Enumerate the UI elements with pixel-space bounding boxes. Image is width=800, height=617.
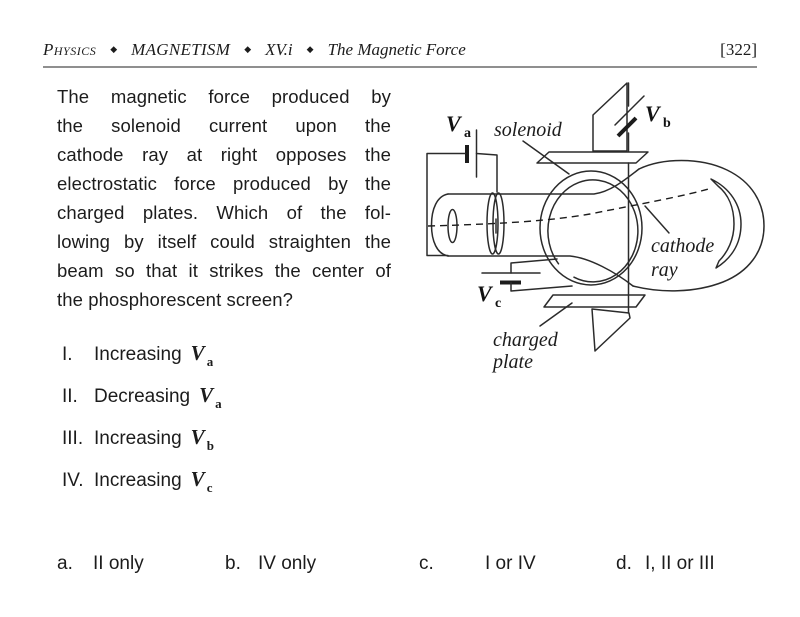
crt-tube-bottom [447,255,634,287]
battery-vc-leads [510,258,573,292]
answer-letter: c. [419,553,434,574]
question-line: the phosphorescent screen? [57,289,294,310]
option-numeral: IV. [62,470,84,491]
answer-text: I or IV [485,553,536,574]
option-row-4: IV. Increasing V c [62,467,220,512]
option-numeral: II. [62,386,78,407]
diamond-separator-icon: ◆ [306,44,314,54]
option-action: Decreasing [94,386,191,407]
answer-letter: a. [57,553,73,574]
question-line: beam so that it strikes the center of [57,260,391,281]
charged-plate-label-line2: plate [491,351,533,373]
question-line: cathode ray at right opposes the [57,144,391,165]
question-text: The magnetic force produced by the solen… [57,82,391,314]
voltage-symbol: V [190,467,205,491]
vertical-plate-top [592,82,628,152]
battery-vb-long-terminal [614,95,645,126]
page-number: [322] [720,40,757,59]
cathode-ray-pointer-line [644,205,670,234]
solenoid-coil-inner [547,179,639,283]
question-line: the solenoid current upon the [57,115,391,136]
option-row-1: I. Increasing V a [62,341,220,386]
header-section: XV.i [265,40,293,59]
answer-letter: d. [616,553,632,574]
crt-cathode-cap [430,193,449,257]
answer-choice-a: a. II only [57,553,144,575]
answer-text: II only [93,553,144,574]
option-action: Increasing [94,428,182,449]
crt-solenoid-diagram: solenoid cathode ray charged plate V a V… [426,82,765,373]
cathode-ray-label-line1: cathode [651,235,714,257]
vc-label-sub: c [495,296,501,311]
voltage-subscript: a [215,396,222,411]
header-title: The Magnetic Force [327,40,466,59]
option-action: Increasing [94,344,182,365]
battery-va-wires [426,152,498,257]
header-rule [43,66,757,68]
solenoid-label: solenoid [494,119,563,141]
answer-text: IV only [258,553,317,574]
answer-text: I, II or III [645,553,715,574]
answer-letter: b. [225,553,241,574]
phosphor-screen [710,178,742,269]
voltage-symbol: V [199,383,214,407]
charged-plate-label-line1: charged [493,329,559,351]
answer-choice-b: b. IV only [225,553,316,575]
voltage-subscript: a [206,354,214,369]
page-header: Physics ◆ Magnetism ◆ XV.i ◆ The Magneti… [43,40,757,60]
cathode-ray-beam [427,187,713,227]
gun-anode-disc-back [486,192,499,255]
va-label: V [446,111,463,136]
charged-plate-bottom [543,294,646,308]
diamond-separator-icon: ◆ [244,44,252,54]
voltage-subscript: c [206,480,213,495]
question-line: electrostatic force produced by the [57,173,391,194]
solenoid-pointer-line [522,140,570,175]
vb-label: V [645,101,662,126]
header-subject: Physics [43,40,97,59]
voltage-symbol: V [190,425,205,449]
option-numeral: III. [62,428,84,449]
solenoid-coil-outer [539,170,643,286]
option-row-3: III. Increasing V b [62,425,220,470]
question-line: lowing by itself could straighten the [57,231,391,252]
charged-plate-pointer-line [539,302,573,327]
cathode-ray-label-line2: ray [651,259,678,281]
vertical-plate-bottom [591,308,631,352]
option-row-2: II. Decreasing V a [62,383,222,428]
va-label-sub: a [464,126,471,141]
charged-plate-top [536,151,649,164]
vc-label: V [477,281,494,306]
question-line: charged plates. Which of the fol- [57,202,391,223]
option-list: I. Increasing V a II. Decreasing V a III… [62,341,222,512]
option-numeral: I. [62,344,73,365]
answer-choice-c: c. I or IV [419,553,536,575]
question-line: The magnetic force produced by [57,86,391,107]
answer-choice-d: d. I, II or III [616,553,715,575]
battery-vb-short-terminal [616,116,638,138]
header-topic: Magnetism [131,40,231,59]
crt-bulb [632,159,765,292]
answer-row: a. II only b. IV only c. I or IV d. I, I… [0,553,800,583]
voltage-symbol: V [190,341,205,365]
voltage-subscript: b [206,438,214,453]
diamond-separator-icon: ◆ [110,44,118,54]
gun-cathode [447,208,458,244]
option-action: Increasing [94,470,182,491]
vb-label-sub: b [663,116,671,131]
